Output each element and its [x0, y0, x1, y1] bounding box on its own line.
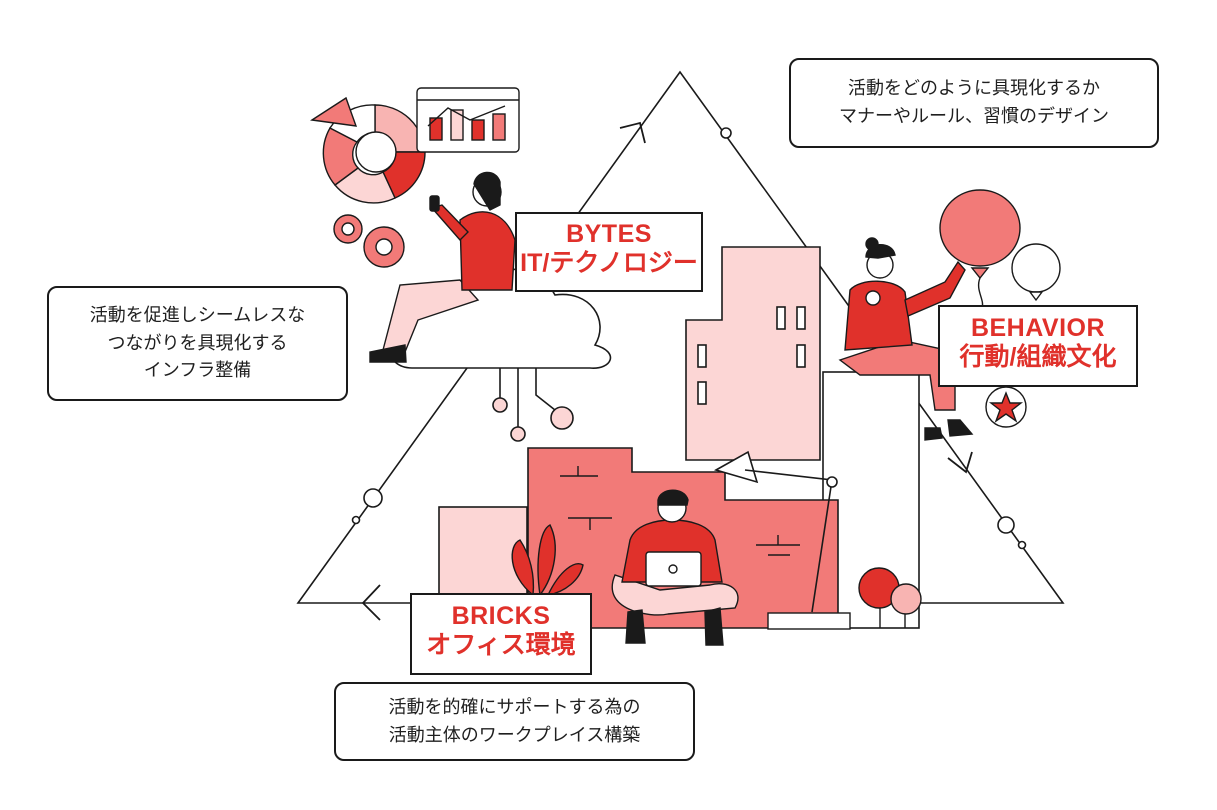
desk-lamp-graphic: [713, 450, 838, 613]
donut-chart-graphic: [310, 96, 426, 204]
behavior-label-en: BEHAVIOR: [970, 314, 1106, 342]
bytes-note-line-2: つながりを具現化する: [107, 332, 288, 354]
star-badge-icon: [985, 386, 1027, 428]
ground-step-graphic: [767, 612, 851, 630]
behavior-note-line-2: マナーやルール、習慣のデザイン: [839, 106, 1109, 127]
behavior-label: BEHAVIOR 行動/組織文化: [938, 305, 1138, 387]
man-with-phone-figure: [369, 171, 516, 363]
bricks-note-line-2: 活動主体のワークプレイス構築: [388, 724, 641, 746]
bricks-note: 活動を的確にサポートする為の 活動主体のワークプレイス構築: [334, 682, 695, 761]
balloon-graphic: [939, 189, 1061, 309]
behavior-note-line-1: 活動をどのように具現化するか: [848, 78, 1100, 100]
cycle-arrows: [361, 121, 973, 621]
bytes-label: BYTES IT/テクノロジー: [515, 212, 703, 292]
bytes-label-en: BYTES: [566, 220, 652, 248]
edge-dots: [351, 127, 1027, 550]
bar-chart-graphic: [416, 87, 520, 153]
woman-with-balloon-figure: [838, 237, 974, 441]
bytes-note: 活動を促進しシームレスな つながりを具現化する インフラ整備: [47, 286, 348, 401]
behavior-note: 活動をどのように具現化するか マナーやルール、習慣のデザイン: [789, 58, 1159, 148]
bytes-note-line-3: インフラ整備: [143, 360, 252, 382]
behavior-label-ja: 行動/組織文化: [959, 342, 1117, 371]
bricks-note-line-1: 活動を的確にサポートする為の: [388, 696, 641, 718]
bytes-note-line-1: 活動を促進しシームレスな: [89, 304, 306, 326]
gear-icon: [333, 214, 405, 268]
bricks-label-en: BRICKS: [451, 602, 551, 630]
plant-graphic: [511, 524, 584, 597]
tree-graphic: [858, 567, 922, 628]
bytes-label-ja: IT/テクノロジー: [520, 248, 698, 277]
man-with-laptop-figure: [611, 489, 739, 646]
bricks-label-ja: オフィス環境: [426, 630, 576, 659]
pink-building-graphic: [685, 246, 821, 461]
bricks-label: BRICKS オフィス環境: [410, 593, 592, 675]
